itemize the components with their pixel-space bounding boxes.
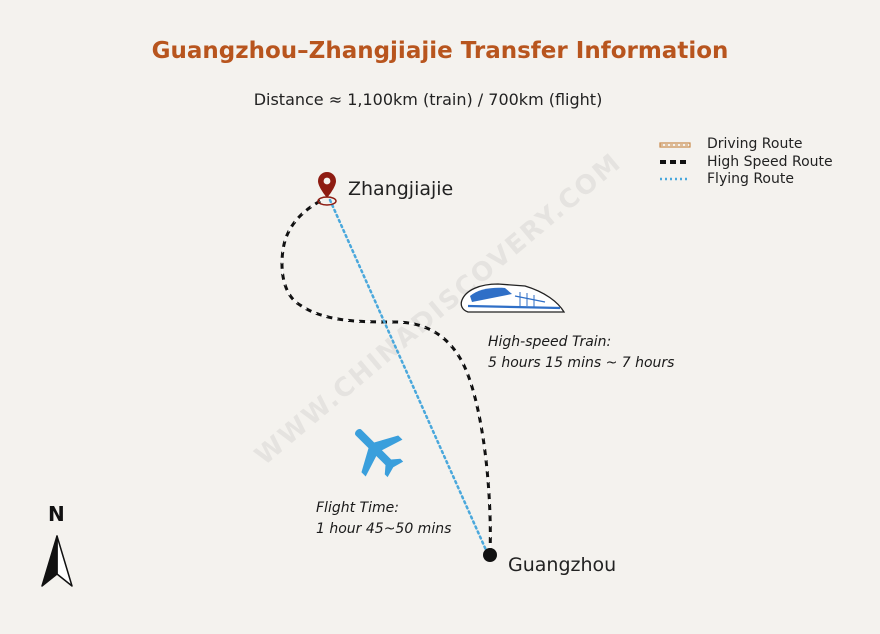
train-time-note: High-speed Train: 5 hours 15 mins ~ 7 ho…: [488, 332, 674, 374]
north-arrow-icon: [41, 535, 73, 587]
flying-route: [328, 198, 488, 552]
high-speed-route: [280, 198, 492, 555]
north-label: N: [48, 502, 65, 526]
train-note-label: High-speed Train:: [488, 334, 612, 350]
train-note-time: 5 hours 15 mins ~ 7 hours: [488, 355, 675, 371]
distance-subtitle: Distance ≈ 1,100km (train) / 700km (flig…: [253, 90, 603, 109]
legend-flying-label: Flying Route: [707, 171, 794, 187]
flight-note-time: 1 hour 45~50 mins: [316, 521, 452, 537]
city-label-guangzhou: Guangzhou: [508, 554, 617, 576]
page-title: Guangzhou–Zhangjiajie Transfer Informati…: [151, 38, 729, 64]
flight-note-label: Flight Time:: [316, 500, 399, 516]
flight-time-note: Flight Time: 1 hour 45~50 mins: [316, 498, 451, 540]
legend-driving-label: Driving Route: [707, 136, 803, 152]
high-speed-train-icon: [460, 283, 566, 313]
legend-driving-symbol: [659, 142, 691, 148]
location-pin-icon: [317, 172, 337, 206]
guangzhou-marker: [483, 548, 497, 562]
airplane-icon: [355, 429, 404, 478]
legend-high-speed-label: High Speed Route: [707, 154, 833, 170]
city-label-zhangjiajie: Zhangjiajie: [348, 178, 454, 200]
